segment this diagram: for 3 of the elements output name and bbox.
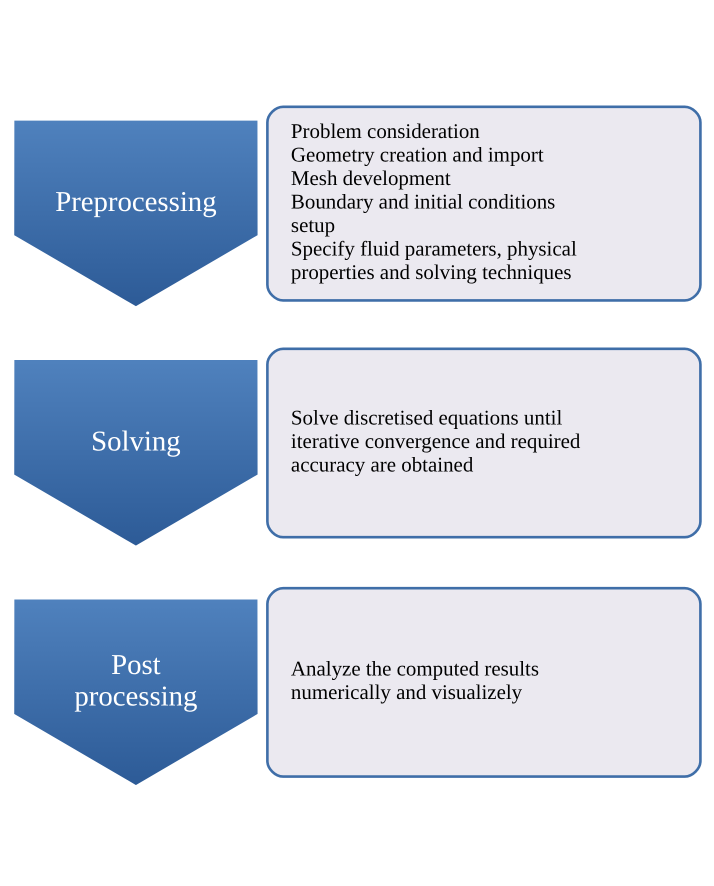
node-box: Analyze the computed results numerically and visualizely <box>266 586 702 778</box>
node-box: Solve discretised equations until iterative convergence and required accuracy are obtained <box>266 348 702 538</box>
node-box: Problem consideration Geometry creation and import Mesh development Boundary and initial conditions setup Specify fluid parameters, physical properties and solving techniques <box>266 105 702 302</box>
